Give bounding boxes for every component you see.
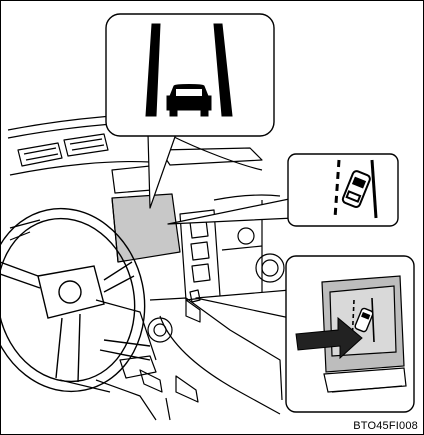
dashboard: [8, 113, 284, 420]
lane-view-callout: [106, 14, 274, 136]
lda-switch-location: [190, 290, 200, 302]
lda-switch-callout: [286, 256, 414, 412]
lane-warning-callout: [288, 154, 398, 226]
figure-code: BTO45FI008: [353, 420, 418, 432]
multi-information-display: [112, 194, 180, 262]
